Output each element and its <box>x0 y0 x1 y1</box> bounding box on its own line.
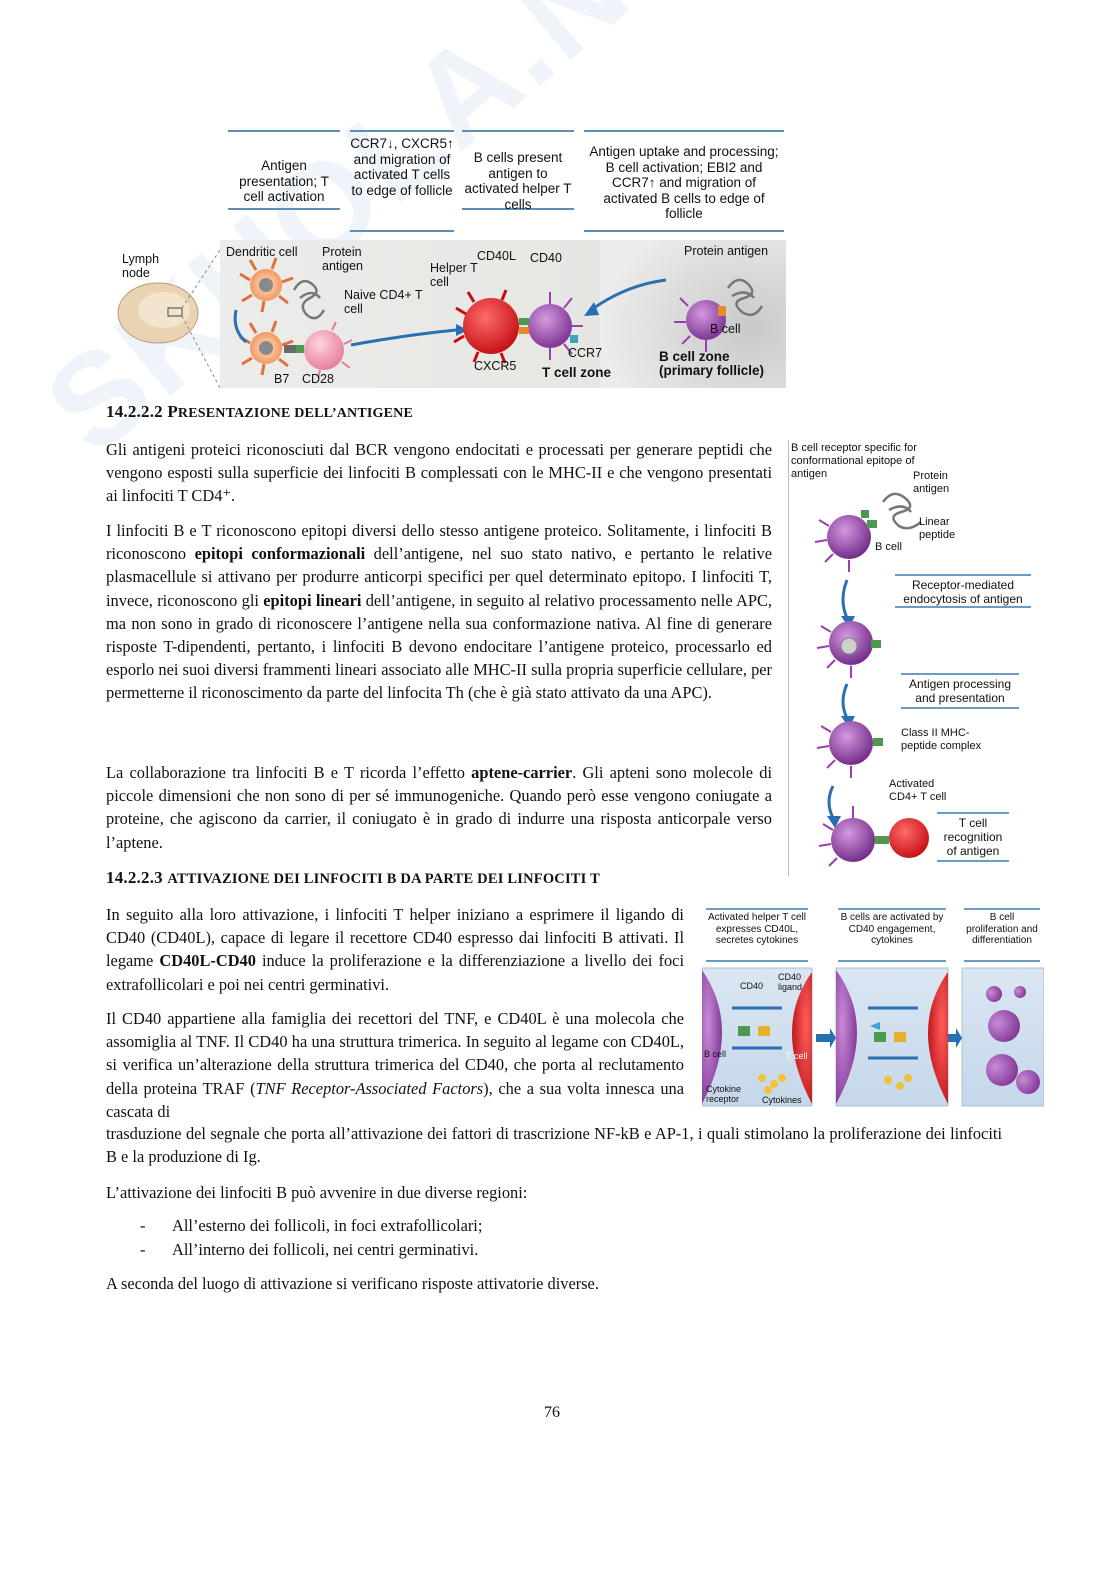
bullet-item-1: - All’esterno dei follicoli, in foci ext… <box>140 1214 482 1237</box>
top-figure-header-4: Antigen uptake and processing; B cell ac… <box>584 130 784 232</box>
top-figure: Antigen presentation; T cell activation … <box>106 130 786 388</box>
label-naive-cd4: Naive CD4+ T cell <box>344 288 423 316</box>
bullet-item-2: - All’interno dei follicoli, nei centri … <box>140 1238 478 1261</box>
label-cytokines: Cytokines <box>762 1095 802 1105</box>
side-figure-art <box>814 492 929 867</box>
label-cd40: CD40 <box>530 251 562 265</box>
top-figure-header-2: CCR7↓, CXCR5↑ and migration of activated… <box>350 130 454 232</box>
label-protein-antigen-right: Protein antigen <box>684 244 769 258</box>
cd40-figure-header-3: B cell proliferation and differentiation <box>964 908 1040 962</box>
bold-term-lineari: epitopi lineari <box>263 590 362 610</box>
section-number: 14.2.2.2 <box>106 402 163 421</box>
label-protein-antigen: Protein antigen <box>322 245 364 273</box>
b-cell-4 <box>818 806 875 867</box>
label-mhc-complex: Class II MHC-peptide complex <box>901 727 982 752</box>
paragraph-6: L’attivazione dei linfociti B può avveni… <box>106 1183 528 1202</box>
label-ccr7: CCR7 <box>568 346 603 360</box>
label-cd40l: CD40L <box>477 249 516 263</box>
cd40-figure: Activated helper T cell expresses CD40L,… <box>702 908 1044 1108</box>
label-cytokine-receptor: Cytokine receptor <box>706 1084 742 1104</box>
bold-term-conformazionali: epitopi conformazionali <box>194 544 366 564</box>
paragraph-1: Gli antigeni proteici riconosciuti dal B… <box>106 440 772 506</box>
step-endocytosis: Receptor-mediated endocytosis of antigen <box>895 574 1031 608</box>
b-cell-3 <box>816 721 883 778</box>
label-cd40-ligand: CD40 ligand <box>778 972 803 992</box>
section-heading-presentazione: 14.2.2.2 PRESENTAZIONE DELL’ANTIGENE <box>106 402 413 422</box>
section-title-initial: P <box>167 402 178 421</box>
bullet-text-2: All’interno dei follicoli, nei centri ge… <box>172 1240 479 1259</box>
top-figure-header-1: Antigen presentation; T cell activation <box>228 130 340 210</box>
label-b7: B7 <box>274 372 290 386</box>
step-processing: Antigen processing and presentation <box>901 673 1019 709</box>
bullet-text-1: All’esterno dei follicoli, in foci extra… <box>172 1216 483 1235</box>
label-activated-t: Activated CD4+ T cell <box>889 778 947 803</box>
label-t-cell-small: T cell <box>786 1051 808 1061</box>
paragraph-2: I linfociti B e T riconoscono epitopi di… <box>106 521 773 703</box>
side-figure: B cell receptor specific for conformatio… <box>788 440 1039 876</box>
paragraph-5b: trasduzione del segnale che porta all’at… <box>106 1124 1002 1167</box>
label-b-cell: B cell <box>710 322 741 336</box>
top-figure-header-3: B cells present antigen to activated hel… <box>462 130 574 212</box>
top-figure-art <box>117 240 786 388</box>
cd40-figure-header-1: Activated helper T cell expresses CD40L,… <box>706 908 808 962</box>
section-heading-attivazione: 14.2.2.3 ATTIVAZIONE DEI LINFOCITI B DA … <box>106 868 600 888</box>
label-lymph-node: Lymph node <box>122 252 160 280</box>
paragraph-4: In seguito alla loro attivazione, i linf… <box>106 905 685 994</box>
bold-term-aptene-carrier: aptene-carrier <box>471 763 573 782</box>
cd40-figure-art <box>702 967 1044 1107</box>
label-b-cell-small: B cell <box>704 1049 727 1059</box>
b-cell-1 <box>814 492 922 572</box>
paragraph-3: La collaborazione tra linfociti B e T ri… <box>106 763 772 852</box>
b-cell-2 <box>816 621 881 678</box>
label-b-cell-zone: B cell zone (primary follicle) <box>659 349 765 378</box>
label-dendritic-cell: Dendritic cell <box>226 245 298 259</box>
cd40-figure-header-2: B cells are activated by CD40 engagement… <box>838 908 946 962</box>
section-title-rest: RESENTAZIONE DELL’ANTIGENE <box>177 406 414 421</box>
label-t-cell-zone: T cell zone <box>542 365 612 380</box>
label-protein-antigen-side: Protein antigen <box>913 470 950 495</box>
section-number-2: 14.2.2.3 <box>106 868 163 887</box>
label-b-cell-side: B cell <box>875 541 902 553</box>
label-cxcr5: CXCR5 <box>474 359 517 373</box>
section-title-2: ATTIVAZIONE DEI LINFOCITI B DA PARTE DEI… <box>167 871 600 887</box>
label-cd28: CD28 <box>302 372 334 386</box>
step-recognition: T cell recognition of antigen <box>937 812 1009 862</box>
label-linear-peptide: Linear peptide <box>919 516 956 541</box>
bullet-dash: - <box>140 1240 146 1259</box>
paragraph-7: A seconda del luogo di attivazione si ve… <box>106 1274 599 1293</box>
paragraph-5a: Il CD40 appartiene alla famiglia dei rec… <box>106 1009 684 1121</box>
bullet-dash: - <box>140 1216 146 1235</box>
page-number: 76 <box>544 1404 560 1421</box>
label-bcr-specific: B cell receptor specific for conformatio… <box>791 442 917 480</box>
label-helper-t: Helper T cell <box>430 261 478 289</box>
label-cd40-small: CD40 <box>740 981 764 991</box>
